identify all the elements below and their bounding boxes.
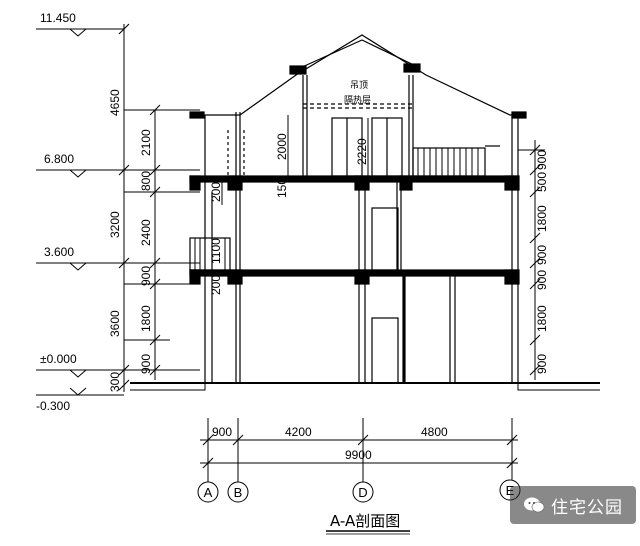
axis-a: A	[204, 485, 213, 500]
watermark: 住宅公园	[510, 486, 636, 524]
dim-800: 800	[139, 171, 153, 191]
dim-bottom-4200: 4200	[285, 425, 312, 439]
dim-3600: 3600	[108, 310, 122, 337]
dim-2220: 2220	[355, 138, 369, 165]
level-markers	[36, 28, 200, 396]
dim-200-upper: 200	[209, 182, 223, 202]
dim-900-left-a: 900	[139, 266, 153, 286]
dim-right-900-mid: 900	[535, 245, 549, 265]
roof-label-insulation: 隔热层	[344, 94, 371, 106]
dim-1800-left: 1800	[139, 305, 153, 332]
dim-right-1800-upper: 1800	[535, 205, 549, 232]
roof-label-ceiling: 吊顶	[350, 80, 368, 91]
dim-200-lower: 200	[209, 275, 223, 295]
dim-right-500: 500	[535, 172, 549, 192]
building-section	[130, 34, 600, 391]
left-dimension-lines	[118, 23, 200, 392]
dim-2400: 2400	[139, 219, 153, 246]
axis-b: B	[234, 485, 243, 500]
dim-900-left-b: 900	[139, 354, 153, 374]
drawing-title: A-A剖面图	[330, 512, 400, 530]
watermark-text: 住宅公园	[551, 497, 623, 518]
dim-150: 150	[275, 178, 289, 198]
level-11450: 11.450	[40, 11, 76, 25]
level-0000: ±0.000	[40, 352, 77, 366]
dim-3200: 3200	[108, 211, 122, 238]
level-3600: 3.600	[44, 245, 74, 259]
axis-d: D	[358, 485, 367, 500]
dim-4650: 4650	[108, 89, 122, 116]
dim-right-900-top: 900	[535, 150, 549, 170]
dim-bottom-4800: 4800	[421, 425, 448, 439]
dim-right-900-low: 900	[535, 270, 549, 290]
wechat-icon	[524, 497, 545, 513]
level-6800: 6.800	[44, 152, 74, 166]
dim-1100: 1100	[209, 238, 223, 264]
dim-300: 300	[108, 372, 122, 392]
dim-right-900-bottom: 900	[535, 354, 549, 374]
bottom-dimension-lines	[200, 418, 518, 482]
dim-bottom-900: 900	[212, 425, 232, 439]
level-minus-0300: -0.300	[36, 399, 70, 413]
dim-2100: 2100	[139, 129, 153, 156]
dim-right-1800-lower: 1800	[535, 305, 549, 332]
dim-2000: 2000	[275, 133, 289, 160]
dim-bottom-total-9900: 9900	[345, 448, 372, 462]
